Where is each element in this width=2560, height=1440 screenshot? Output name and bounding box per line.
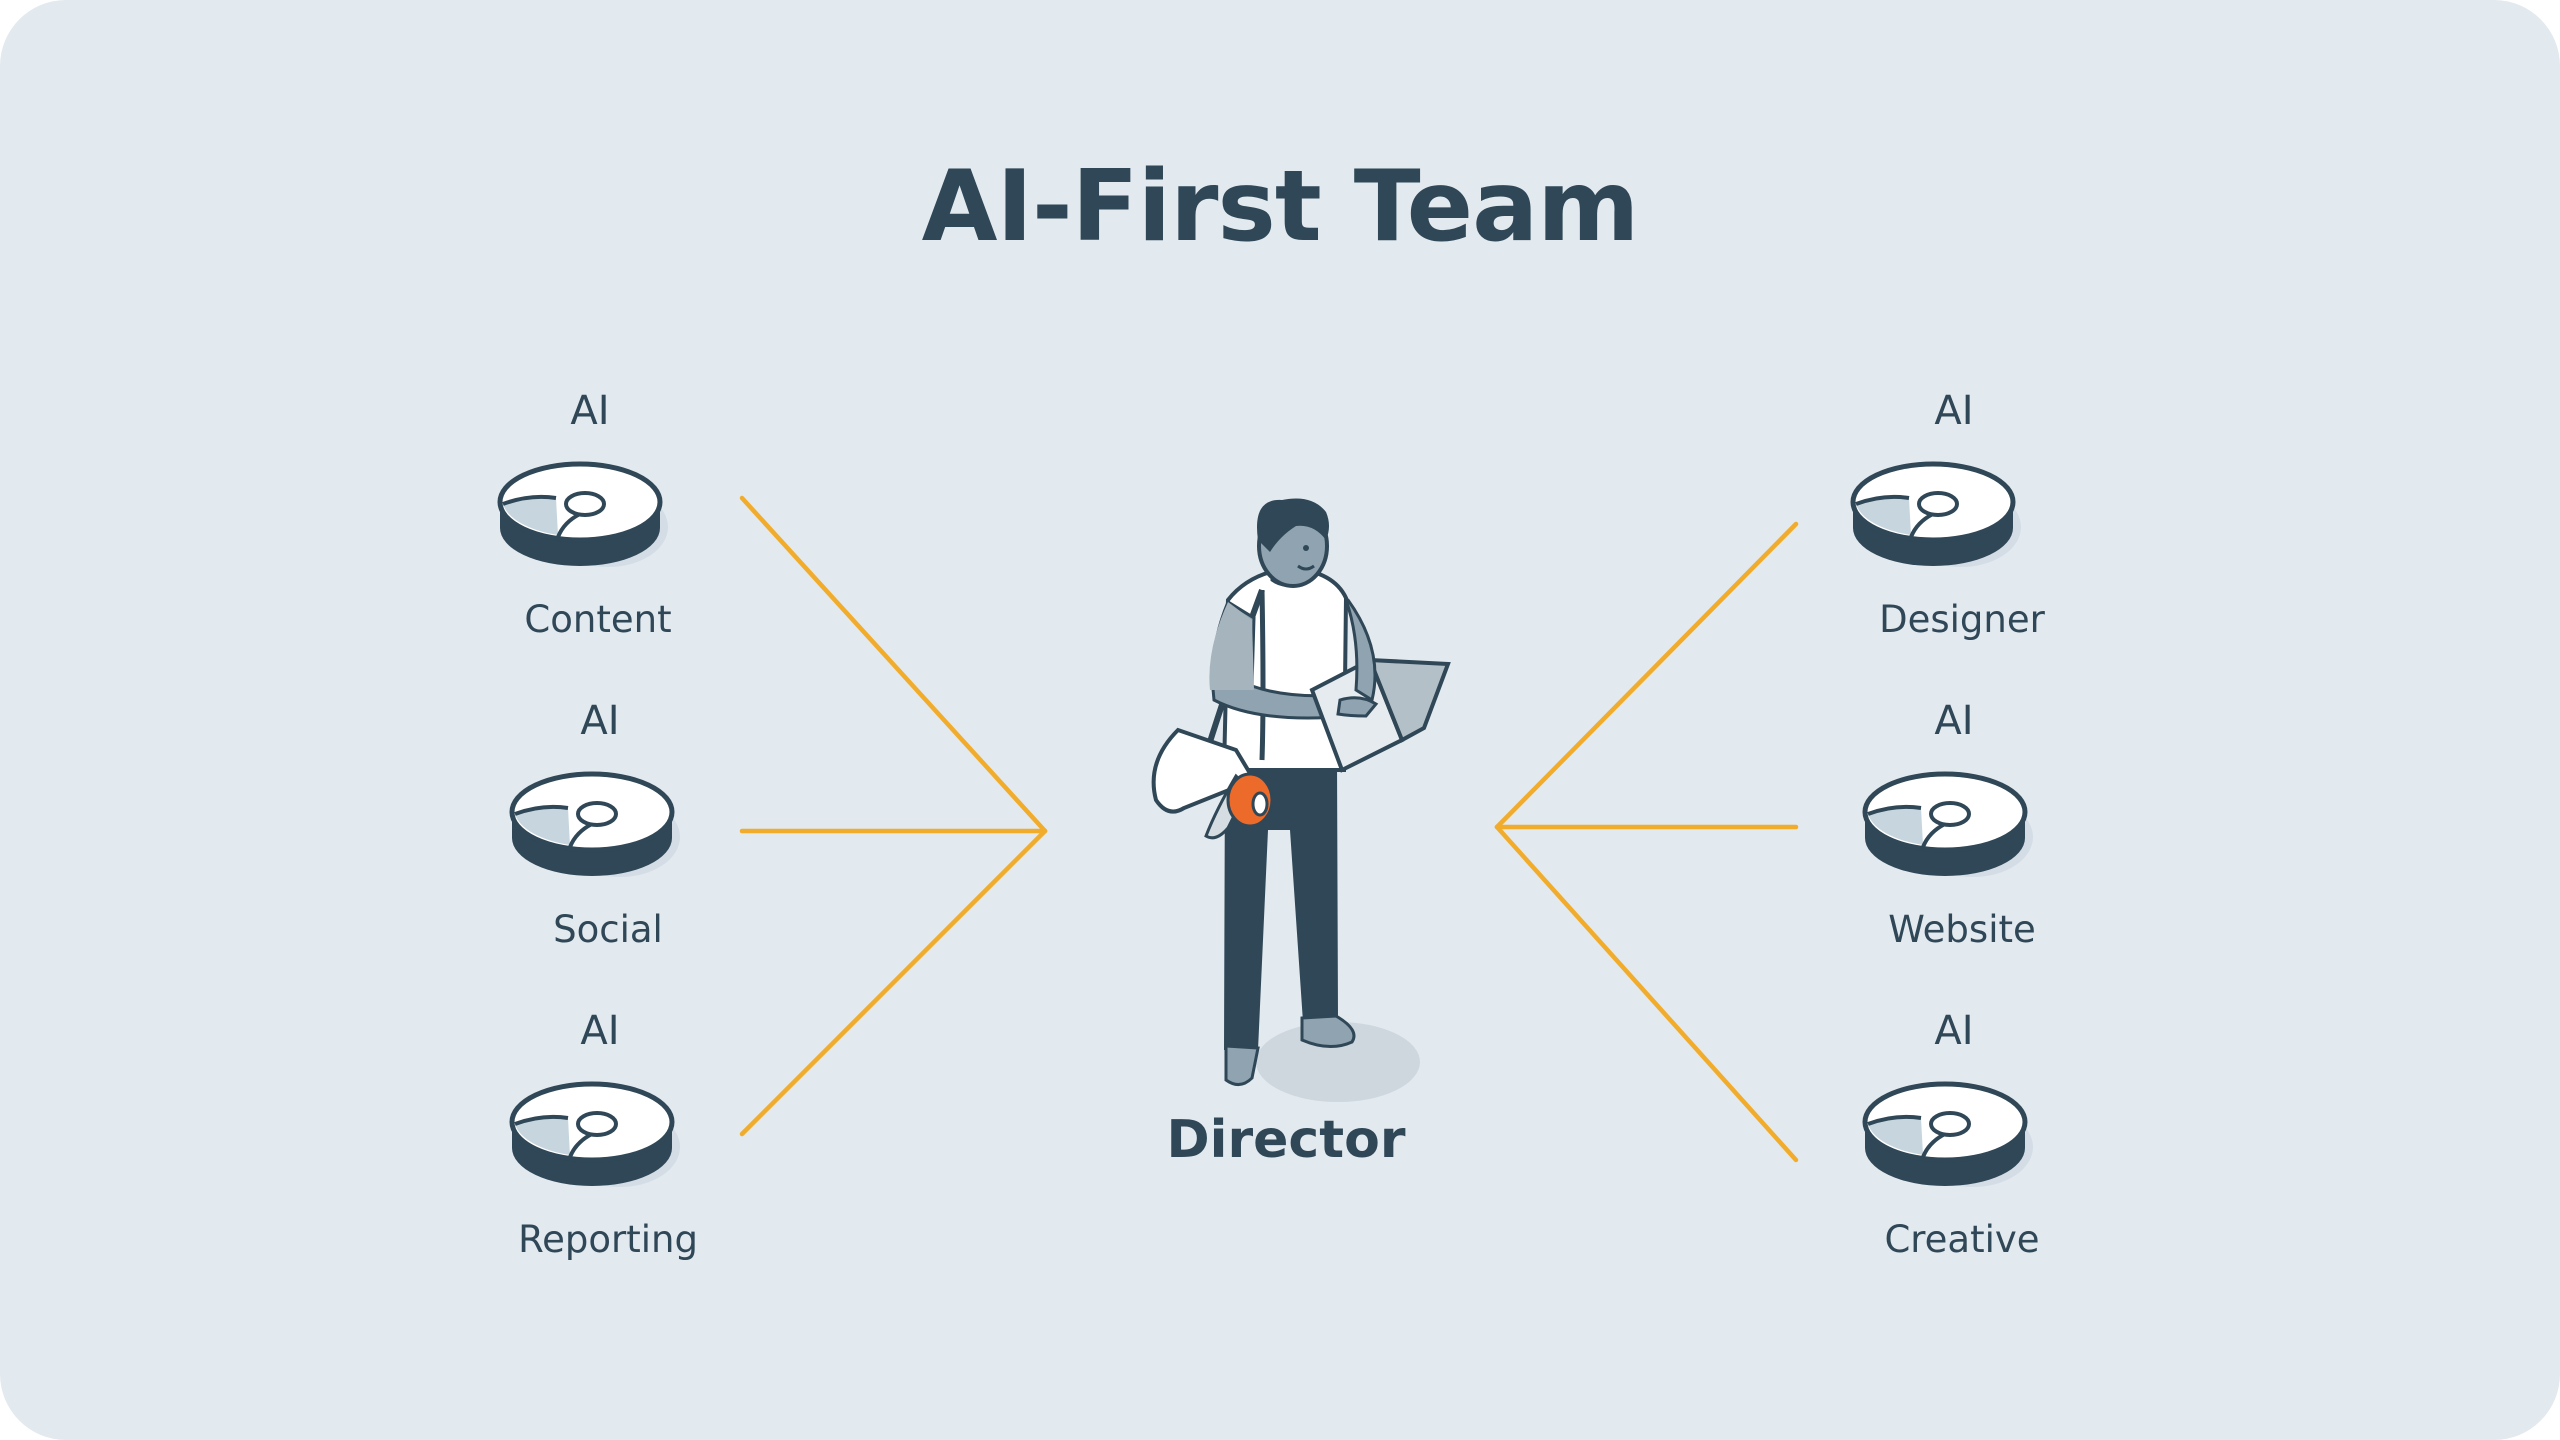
role-label-content: Content bbox=[524, 598, 672, 641]
ai-label-designer: AI bbox=[1934, 388, 1974, 434]
role-label-website: Website bbox=[1888, 908, 2036, 951]
ai-disc-icon-website bbox=[1862, 771, 2033, 877]
ai-label-reporting: AI bbox=[580, 1008, 620, 1054]
ai-disc-icon-creative bbox=[1862, 1081, 2033, 1187]
role-label-reporting: Reporting bbox=[518, 1218, 698, 1261]
role-label-designer: Designer bbox=[1879, 598, 2045, 641]
role-label-social: Social bbox=[553, 908, 663, 951]
ai-disc-icon-content bbox=[497, 461, 668, 567]
ai-label-creative: AI bbox=[1934, 1008, 1974, 1054]
connector-designer bbox=[1494, 521, 1799, 830]
connector-reporting bbox=[739, 828, 1048, 1137]
connector-content bbox=[739, 495, 1048, 834]
director-label: Director bbox=[1166, 1110, 1406, 1170]
role-label-creative: Creative bbox=[1884, 1218, 2040, 1261]
ai-disc-icon-social bbox=[509, 771, 680, 877]
ai-disc-icon-reporting bbox=[509, 1081, 680, 1187]
ai-disc-icon-designer bbox=[1850, 461, 2021, 567]
ai-label-social: AI bbox=[580, 698, 620, 744]
ai-label-content: AI bbox=[570, 388, 610, 434]
diagram-title: AI-First Team bbox=[921, 150, 1640, 264]
connector-creative bbox=[1494, 824, 1799, 1163]
ai-label-website: AI bbox=[1934, 698, 1974, 744]
